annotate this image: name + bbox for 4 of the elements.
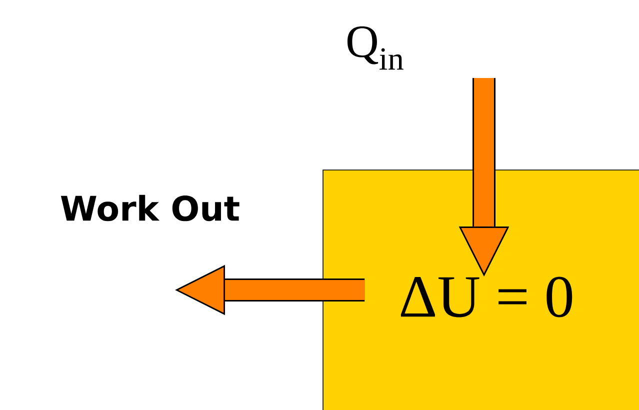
system-box bbox=[322, 170, 639, 410]
edge-label: Work Out bbox=[60, 194, 240, 222]
equation-text: ΔU = 0 bbox=[400, 276, 572, 318]
heat-label: Q$_{in}$ bbox=[348, 26, 404, 70]
